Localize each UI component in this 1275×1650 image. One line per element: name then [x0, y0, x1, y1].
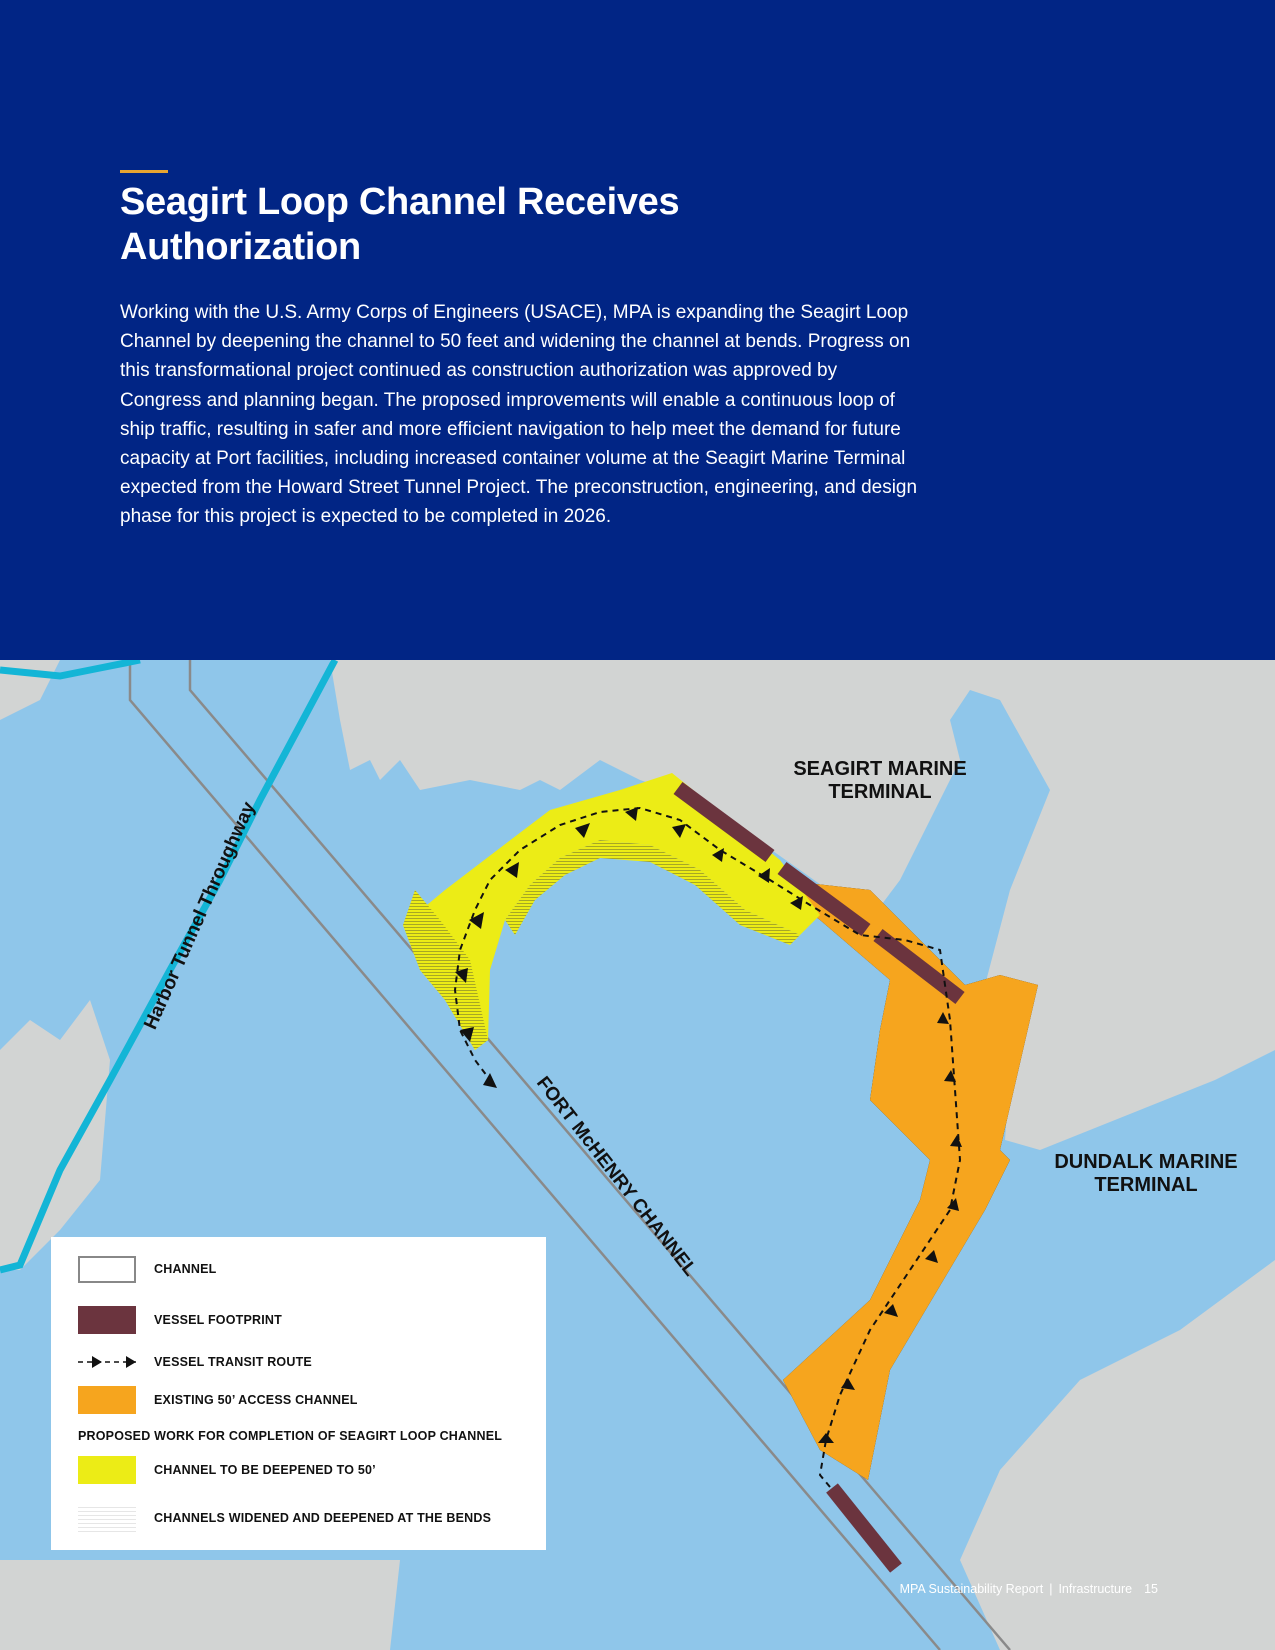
land-areas [0, 660, 1275, 1650]
legend-label-widened: CHANNELS WIDENED AND DEEPENED AT THE BEN… [154, 1511, 492, 1525]
route-arrow [469, 912, 484, 929]
vessel-transit-route [453, 806, 962, 1488]
accent-rule [120, 170, 168, 173]
route-arrow [944, 1070, 956, 1082]
legend-item-deepen: CHANNEL TO BE DEEPENED TO 50’ [78, 1455, 376, 1485]
footer-report-name: MPA Sustainability Report [899, 1582, 1044, 1596]
route-arrow [575, 823, 590, 838]
map-legend: CHANNEL VESSEL FOOTPRINT VESSEL TRANSIT … [51, 1237, 546, 1550]
vessel-footprint-3 [873, 929, 965, 1004]
legend-item-existing-channel: EXISTING 50’ ACCESS CHANNEL [78, 1385, 358, 1415]
route-arrow [712, 848, 724, 862]
route-arrow [505, 862, 519, 878]
seagirt-terminal-label-line1: SEAGIRT MARINE [793, 758, 966, 780]
fort-mchenry-channel-lines [128, 660, 1011, 1650]
legend-label-transit-route: VESSEL TRANSIT ROUTE [154, 1355, 312, 1369]
route-arrow [947, 1198, 959, 1211]
channel-swatch [78, 1255, 136, 1283]
header-panel: Seagirt Loop Channel Receives Authorizat… [0, 0, 1275, 660]
body-paragraph: Working with the U.S. Army Corps of Engi… [120, 302, 918, 528]
vessel-footprint-2 [777, 861, 871, 937]
route-arrow [884, 1304, 898, 1317]
land-northeast [640, 660, 1275, 1150]
land-piers-north [330, 660, 640, 790]
route-arrow [455, 968, 468, 983]
route-arrow [672, 824, 686, 838]
route-arrow [950, 1135, 962, 1147]
transit-route-swatch [78, 1348, 136, 1376]
vessel-footprints [673, 781, 965, 1573]
seagirt-terminal-label-line2: TERMINAL [828, 781, 931, 803]
legend-item-transit-route: VESSEL TRANSIT ROUTE [78, 1347, 312, 1377]
legend-label-deepen: CHANNEL TO BE DEEPENED TO 50’ [154, 1463, 376, 1477]
route-arrow [758, 868, 770, 883]
existing-channel-swatch [78, 1386, 136, 1414]
route-arrow [925, 1250, 938, 1263]
legend-item-widened: CHANNELS WIDENED AND DEEPENED AT THE BEN… [78, 1503, 491, 1533]
legend-label-vessel-footprint: VESSEL FOOTPRINT [154, 1313, 282, 1327]
land-bottom-left [0, 1560, 400, 1650]
land-southwest [0, 1000, 110, 1270]
footer-section: Infrastructure [1058, 1582, 1133, 1596]
page-footer: MPA Sustainability Report | Infrastructure… [900, 1582, 1158, 1596]
route-arrow [841, 1378, 855, 1390]
legend-item-vessel-footprint: VESSEL FOOTPRINT [78, 1305, 282, 1335]
page-title: Seagirt Loop Channel Receives Authorizat… [120, 181, 680, 268]
route-arrow [483, 1073, 497, 1088]
route-arrow [818, 1433, 834, 1443]
route-arrow [625, 807, 638, 821]
footer-separator: | [1049, 1582, 1053, 1596]
legend-item-channel: CHANNEL [78, 1254, 217, 1284]
legend-label-existing-channel: EXISTING 50’ ACCESS CHANNEL [154, 1393, 358, 1407]
route-arrow [937, 1012, 949, 1024]
route-arrow [460, 1027, 474, 1042]
deepen-channel-area [403, 773, 820, 1050]
route-arrow [790, 896, 803, 910]
vessel-footprint-1 [673, 781, 775, 863]
legend-proposed-heading: PROPOSED WORK FOR COMPLETION OF SEAGIRT … [78, 1429, 503, 1443]
vessel-footprint-swatch [78, 1306, 136, 1334]
dundalk-terminal-label-line2: TERMINAL [1094, 1174, 1197, 1196]
page-number: 15 [1144, 1582, 1158, 1596]
vessel-footprint-4 [826, 1483, 902, 1573]
harbor-tunnel-highway [0, 660, 339, 1274]
widened-bend-hatch-2 [505, 840, 800, 945]
widened-bends-swatch [78, 1504, 136, 1532]
legend-label-channel: CHANNEL [154, 1262, 217, 1276]
widened-bend-hatch-1 [403, 890, 488, 1050]
dundalk-terminal-label-line1: DUNDALK MARINE [1054, 1151, 1237, 1173]
land-southeast [960, 1260, 1275, 1650]
deepen-channel-swatch [78, 1456, 136, 1484]
